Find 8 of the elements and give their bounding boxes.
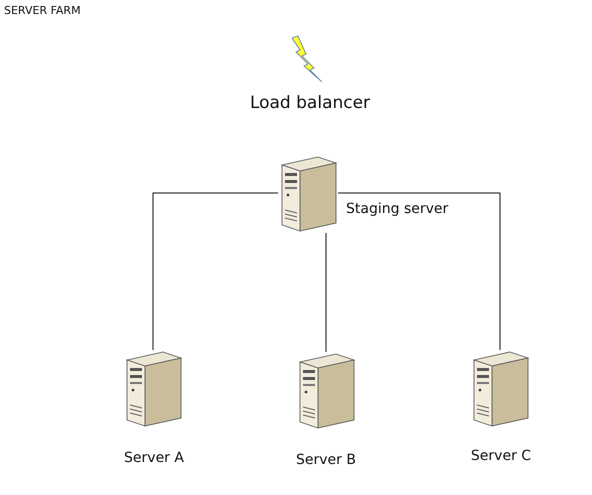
server-label: Server C (470, 448, 532, 464)
connector-line (152, 192, 278, 350)
node-caption: Load balancer (250, 93, 370, 113)
server-label: Server B (295, 452, 357, 468)
diagram-label: SERVER FARM (4, 4, 81, 17)
server-label: Staging server (346, 201, 448, 217)
connector-line (338, 192, 500, 350)
server-label: Server A (123, 450, 185, 466)
